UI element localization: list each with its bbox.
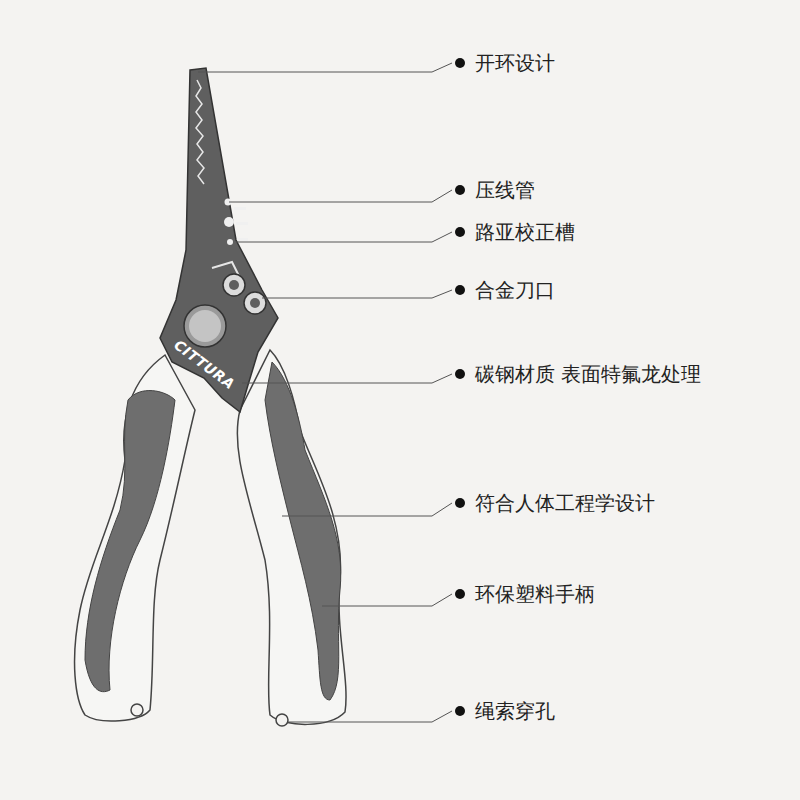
- illustration-part: [282, 503, 452, 516]
- part-label: 绳索穿孔: [475, 699, 555, 723]
- illustration-part: [85, 391, 175, 692]
- illustration-part: [229, 190, 452, 202]
- illustration-part: [184, 305, 226, 347]
- illustration-part: [238, 238, 248, 241]
- illustration-part: [196, 80, 204, 184]
- illustration-part: [131, 704, 143, 716]
- illustration-part: [236, 222, 248, 225]
- illustration-part: [455, 58, 465, 68]
- illustration-part: [250, 298, 260, 308]
- illustration-part: [244, 292, 266, 314]
- part-label: 合金刀口: [475, 278, 555, 302]
- right-handle: [237, 350, 346, 726]
- part-label: 压线管: [475, 178, 535, 202]
- part-label: 开环设计: [475, 51, 555, 75]
- illustration-part: [237, 350, 346, 724]
- illustration-part: [75, 355, 195, 721]
- illustration-part: [322, 594, 452, 606]
- illustration-part: [160, 68, 278, 412]
- illustration-part: [262, 290, 452, 298]
- illustration-part: [276, 714, 288, 726]
- illustration-part: [455, 706, 465, 716]
- illustration-part: [227, 239, 233, 245]
- illustration-part: [455, 589, 465, 599]
- illustration-part: [288, 711, 452, 722]
- callout-dots: [455, 58, 465, 716]
- part-label: 环保塑料手柄: [475, 582, 595, 606]
- illustration-part: [229, 280, 239, 290]
- illustration-part: [455, 227, 465, 237]
- part-label: 符合人体工程学设计: [475, 491, 655, 515]
- illustration-part: [234, 207, 246, 210]
- illustration-part: [224, 217, 234, 227]
- illustration-part: [223, 274, 245, 296]
- illustration-part: [455, 369, 465, 379]
- illustration-part: [242, 374, 452, 383]
- illustration-part: [236, 232, 452, 242]
- illustration-part: [189, 310, 221, 342]
- illustration-part: [265, 362, 341, 700]
- illustration-part: [198, 63, 452, 72]
- part-label: 路亚校正槽: [475, 220, 575, 244]
- illustration-part: [455, 285, 465, 295]
- part-label: 碳钢材质 表面特氟龙处理: [475, 362, 701, 386]
- illustration-part: [455, 498, 465, 508]
- illustration-part: [455, 185, 465, 195]
- plier-head: [160, 68, 278, 412]
- leader-lines: [198, 63, 452, 722]
- left-handle: [75, 355, 195, 721]
